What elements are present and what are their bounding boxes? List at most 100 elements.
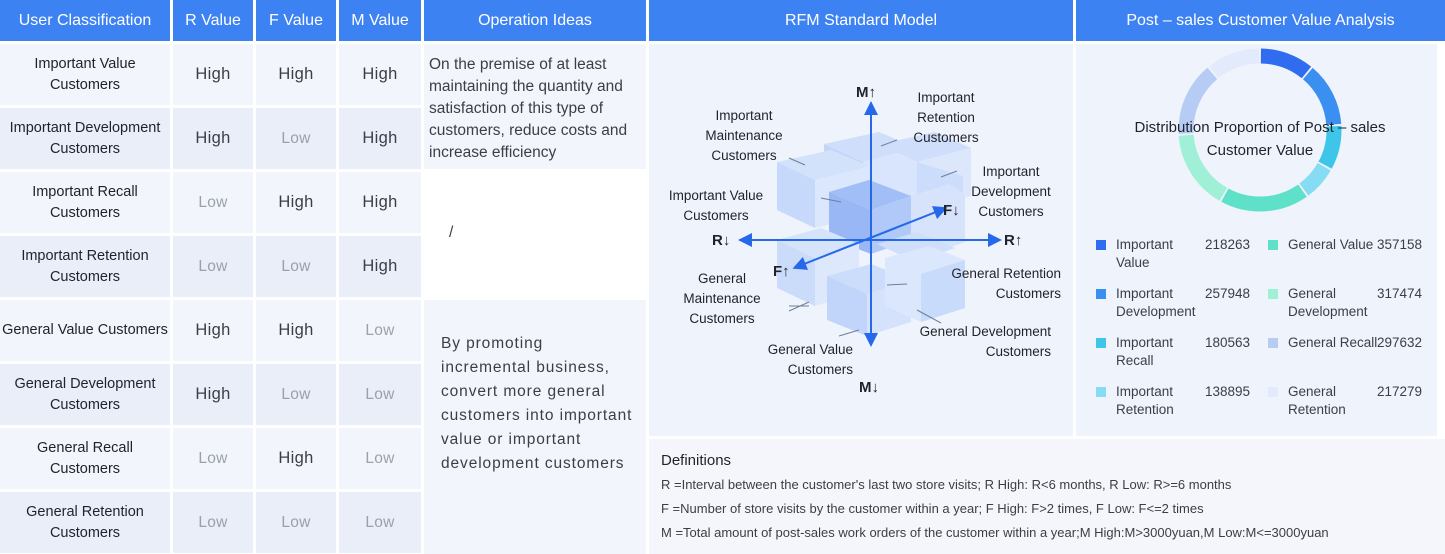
operation-idea-text: By promoting incremental business, conve… [441,335,633,472]
legend-value: 180563 [1204,335,1250,350]
f-value-cell: High [256,172,336,233]
classification-name: General Value Customers [2,322,168,338]
f-value: High [278,193,314,211]
legend-item: Important Retention 138895 [1096,383,1256,423]
definitions-title: Definitions [661,452,732,469]
m-value: High [362,257,398,275]
rfm-model-panel: M↑ M↓ R↓ R↑ F↓ F↑ Important Maintenance … [649,44,1073,436]
classification-name-cell: General Retention Customers [0,492,170,553]
legend-label: General Development [1288,286,1368,319]
classification-name: Important Value Customers [34,55,136,93]
classification-name: General Retention Customers [26,503,144,541]
classification-name: General Development Customers [14,375,156,413]
rfm-label-general-development: General Development Customers [919,324,1051,359]
m-value-cell: Low [339,428,421,489]
rfm-label-important-maintenance: Important Maintenance Customers [705,108,783,163]
legend-swatch [1268,387,1278,397]
f-value: Low [281,385,311,403]
header-m-value: M Value [339,0,421,41]
header-rfm-model: RFM Standard Model [649,0,1073,41]
m-value: High [362,129,398,147]
donut-slice-important-recall [1318,125,1342,169]
legend-swatch [1268,240,1278,250]
header-f-value: F Value [256,0,336,41]
donut-slice-important-value [1260,48,1312,79]
header-value-analysis: Post – sales Customer Value Analysis [1076,0,1445,41]
legend-swatch [1096,240,1106,250]
definition-r: R =Interval between the customer's last … [661,477,1232,492]
donut-title: Distribution Proportion of Post – sales … [1134,119,1386,159]
r-value: High [195,129,231,147]
r-value: High [195,65,231,83]
r-value: High [195,385,231,403]
rfm-label-general-retention: General Retention Customers [951,266,1061,301]
legend-label: Important Development [1116,286,1196,319]
classification-name-cell: Important Recall Customers [0,172,170,233]
label-leader-lines [788,139,958,337]
f-value: High [278,449,314,467]
classification-name-cell: Important Value Customers [0,44,170,105]
axis-label-f-down: F↓ [943,202,960,219]
axis-label-f-up: F↑ [773,263,790,280]
r-value-cell: Low [173,236,253,297]
donut-slice-general-recall [1178,67,1218,134]
r-value: Low [198,513,228,531]
value-distribution-donut [1178,48,1342,212]
legend-swatch [1096,338,1106,348]
f-value: Low [281,257,311,275]
legend-label: General Value [1288,237,1374,252]
m-value-cell: High [339,236,421,297]
r-value: Low [198,193,228,211]
donut-slice-important-retention [1299,162,1331,196]
legend-value: 138895 [1204,384,1250,399]
classification-name-cell: Important Development Customers [0,108,170,169]
value-analysis-panel: Distribution Proportion of Post – sales … [1076,44,1437,436]
f-value-cell: High [256,44,336,105]
header-r-value: R Value [173,0,253,41]
r-value-cell: Low [173,172,253,233]
f-value: Low [281,129,311,147]
m-value: Low [365,321,395,339]
classification-name: Important Recall Customers [32,183,138,221]
header-operation-ideas: Operation Ideas [424,0,646,41]
f-value: Low [281,513,311,531]
legend-label: Important Retention [1116,384,1174,417]
definitions-panel [649,439,1445,554]
operation-idea-text: On the premise of at least maintaining t… [429,56,628,161]
classification-name: Important Retention Customers [21,247,149,285]
legend-label: Important Value [1116,237,1174,270]
f-value-cell: High [256,300,336,361]
legend-swatch [1268,289,1278,299]
operation-idea-general: By promoting incremental business, conve… [424,300,646,554]
classification-name-cell: General Recall Customers [0,428,170,489]
f-value-cell: Low [256,108,336,169]
legend-swatch [1096,387,1106,397]
m-value: High [362,65,398,83]
f-value: High [278,321,314,339]
header-user-classification: User Classification [0,0,170,41]
operation-idea-important-other: / [424,172,646,296]
legend-value: 257948 [1204,286,1250,301]
donut-slice-general-development [1178,134,1228,201]
definition-f: F =Number of store visits by the custome… [661,501,1204,516]
rfm-label-general-maintenance: General Maintenance Customers [683,271,761,326]
classification-name-cell: General Development Customers [0,364,170,425]
legend-value: 297632 [1376,335,1422,350]
classification-name-cell: Important Retention Customers [0,236,170,297]
r-value-cell: High [173,364,253,425]
classification-name-cell: General Value Customers [0,300,170,361]
donut-slice-general-value [1221,184,1307,212]
rfm-label-important-value: Important Value Customers [668,188,764,223]
r-value: Low [198,257,228,275]
m-value: Low [365,449,395,467]
f-value-cell: High [256,428,336,489]
rfm-label-general-value: General Value Customers [767,342,853,377]
legend-value: 218263 [1204,237,1250,252]
r-value-cell: High [173,300,253,361]
donut-slice-general-retention [1209,48,1260,79]
